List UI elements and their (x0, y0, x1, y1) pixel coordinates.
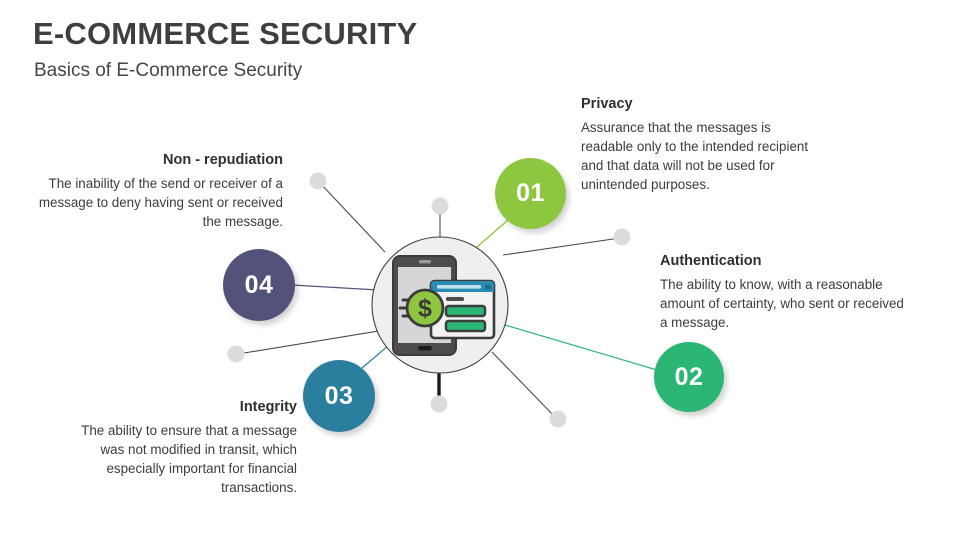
badge-03[interactable]: 03 (303, 360, 375, 432)
browser-control-square (485, 284, 491, 290)
info-heading-authentication: Authentication (660, 253, 762, 269)
endpoint-dot-upper-right (613, 228, 631, 246)
badge-02[interactable]: 02 (654, 342, 724, 412)
info-body-authentication: The ability to know, with a reasonable a… (660, 277, 904, 331)
browser-url-stripe (437, 285, 481, 289)
info-body-non-repudiation: The inability of the send or receiver of… (38, 176, 283, 230)
endpoint-dots (227, 172, 631, 428)
dollar-sign: $ (418, 295, 432, 323)
info-block-authentication: Authentication The ability to know, with… (660, 252, 905, 332)
phone-home-button (418, 346, 432, 351)
badge-04[interactable]: 04 (223, 249, 295, 321)
info-body-integrity: The ability to ensure that a message was… (81, 423, 297, 496)
endpoint-dot-lower-right (549, 410, 567, 428)
endpoint-dot-top (431, 197, 449, 215)
info-body-privacy: Assurance that the messages is readable … (581, 120, 809, 193)
connector-upper-right (502, 237, 621, 256)
browser-field-row-1 (444, 304, 487, 318)
endpoint-dot-upper-left (309, 172, 327, 190)
connector-lower-right (491, 351, 557, 419)
endpoint-dot-bottom (430, 395, 448, 413)
browser-text-line (446, 297, 464, 301)
badge-01[interactable]: 01 (495, 158, 566, 229)
page-title: E-COMMERCE SECURITY (33, 16, 418, 51)
page-subtitle: Basics of E-Commerce Security (34, 60, 303, 81)
endpoint-dot-lower-left (227, 345, 245, 363)
connector-lower-left (237, 329, 386, 355)
info-block-integrity: Integrity The ability to ensure that a m… (54, 398, 297, 497)
browser-field-row-2 (444, 319, 487, 333)
mobile-payment-icon: $ (392, 255, 496, 356)
phone-speaker (419, 260, 431, 264)
info-heading-privacy: Privacy (581, 96, 633, 112)
connector-upper-left (319, 182, 386, 253)
info-block-privacy: Privacy Assurance that the messages is r… (581, 95, 813, 194)
info-heading-integrity: Integrity (239, 399, 297, 415)
connector-badge-02 (504, 324, 658, 371)
connector-lines-gray (237, 182, 621, 419)
dollar-coin (405, 288, 445, 328)
info-heading-non-repudiation: Non - repudiation (162, 152, 283, 168)
info-block-non-repudiation: Non - repudiation The inability of the s… (32, 151, 283, 231)
connector-badge-04 (291, 284, 379, 291)
